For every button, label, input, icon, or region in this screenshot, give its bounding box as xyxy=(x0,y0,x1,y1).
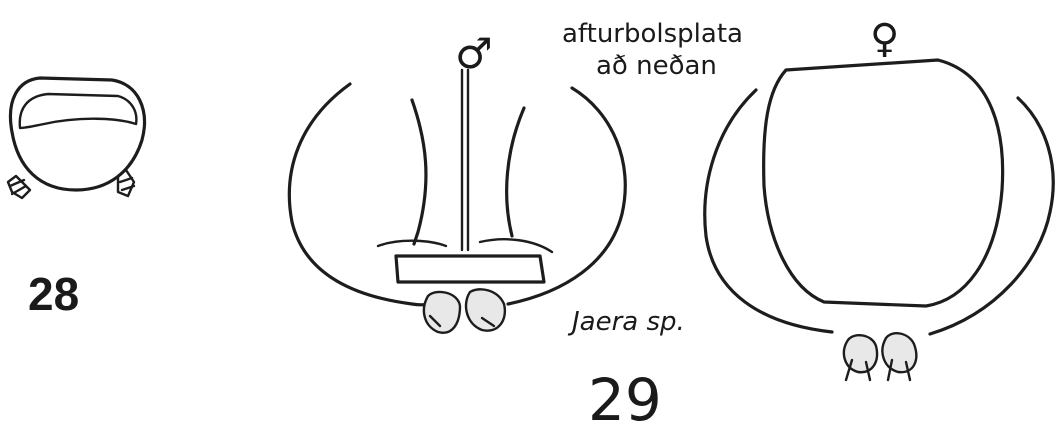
male-symbol: ♂ xyxy=(455,29,493,78)
figure-29-female-drawing xyxy=(705,60,1053,380)
figure-28-drawing xyxy=(8,78,144,198)
caption-line-1: afturbolsplata xyxy=(562,19,743,49)
figure-28-number: 28 xyxy=(28,268,79,320)
caption-line-2: að neðan xyxy=(596,51,717,81)
female-symbol: ♀ xyxy=(870,16,899,62)
species-label: Jaera sp. xyxy=(567,307,685,337)
figure-29-male-drawing xyxy=(289,70,625,333)
figure-29-number: 29 xyxy=(588,366,662,426)
